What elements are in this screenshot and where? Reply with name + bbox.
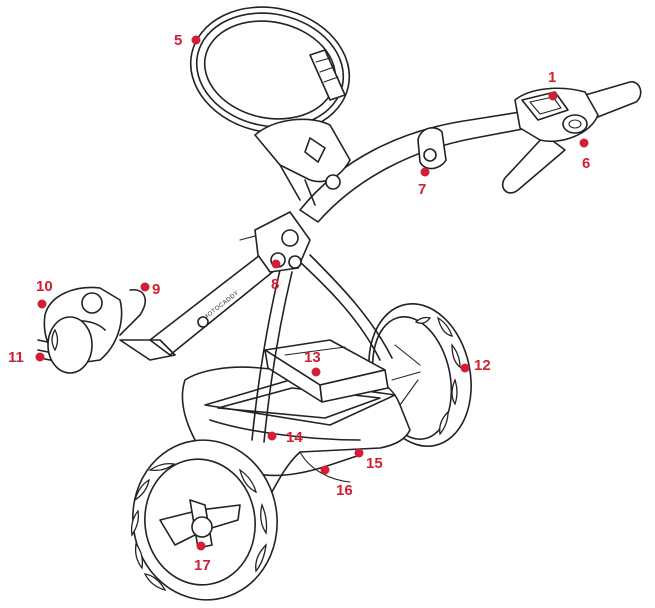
callout-8: 8 [271,276,279,293]
frame-upright: MOTOCADDY [149,211,393,443]
lower-bag-support [37,286,176,374]
marker-12-dot [460,363,470,373]
callout-11: 11 [8,349,24,366]
callout-7: 7 [418,181,426,198]
marker-6-dot [579,138,589,148]
marker-7-dot [420,167,430,177]
callout-markers [35,35,589,551]
callout-6: 6 [582,155,590,172]
marker-5-dot [191,35,201,45]
handle-bar [299,81,642,223]
front-wheel [130,439,278,601]
callout-15: 15 [366,455,383,472]
marker-10-dot [37,299,47,309]
callout-16: 16 [336,482,353,499]
marker-17-dot [196,541,206,551]
marker-9-dot [140,282,150,292]
marker-8-dot [271,259,281,269]
callout-labels: 1 5 6 7 8 9 10 11 12 13 14 15 16 17 [8,32,590,574]
marker-13-dot [311,367,321,377]
marker-16-dot [320,465,330,475]
callout-10: 10 [36,278,53,295]
callout-17: 17 [194,557,211,574]
marker-1-dot [548,91,558,101]
marker-11-dot [35,352,45,362]
callout-1: 1 [548,69,556,86]
marker-15-dot [354,448,364,458]
accessory-ring [189,6,351,206]
marker-14-dot [267,431,277,441]
callout-14: 14 [286,429,303,446]
callout-5: 5 [174,32,182,49]
callout-9: 9 [152,281,160,298]
callout-13: 13 [304,349,321,366]
battery [264,339,389,403]
callout-12: 12 [474,357,491,374]
